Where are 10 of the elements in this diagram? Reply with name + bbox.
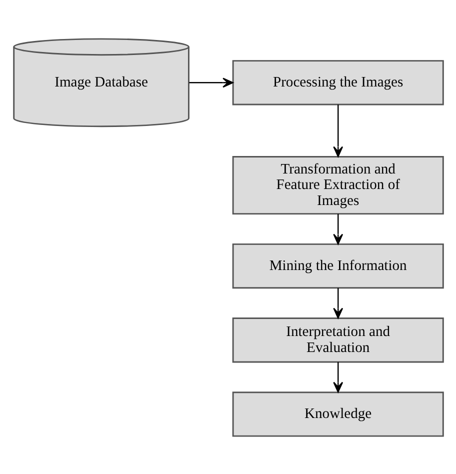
arrow [332,213,343,244]
node-box: Transformation and Feature Extraction of Images [232,156,444,214]
arrow [332,287,343,318]
node-box: Knowledge [232,391,444,436]
arrow [332,104,343,157]
arrow [332,362,343,392]
node-box: Interpretation and Evaluation [232,317,444,362]
node-box: Mining the Information [232,242,444,288]
node-box: Processing the Images [232,60,444,105]
arrow [188,77,233,88]
